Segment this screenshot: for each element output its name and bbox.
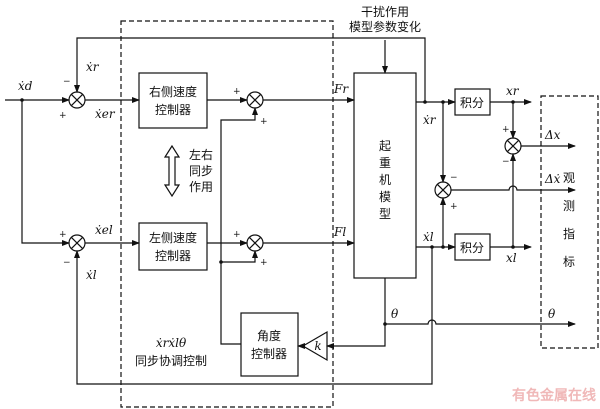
signal-xr-dot-out-label: ẋr xyxy=(423,113,437,127)
observation-char-3: 指 xyxy=(563,226,575,241)
crane-label-char-2: 重 xyxy=(379,156,391,170)
sync-control-region xyxy=(120,20,334,408)
crane-label-char-3: 机 xyxy=(379,173,391,187)
disturbance-label-1: 干扰作用 xyxy=(361,5,409,19)
right-speed-controller-label-1: 右侧速度 xyxy=(149,84,197,99)
sign-minus: − xyxy=(450,173,458,183)
sync-double-arrow-icon xyxy=(163,144,181,198)
observation-region xyxy=(540,95,599,349)
sync-note-line-2: 同步 xyxy=(189,164,213,178)
signal-delta-x-label: Δx xyxy=(544,128,561,142)
right-speed-controller-label-2: 控制器 xyxy=(155,103,191,117)
sign-plus: + xyxy=(233,230,241,240)
signal-xr-feedback-label: ẋr xyxy=(86,60,100,74)
sum-junction-right-force xyxy=(246,91,264,109)
watermark-text: 有色金属在线 xyxy=(512,387,596,404)
signal-delta-xdot-label: Δẋ xyxy=(544,172,561,186)
crane-label-char-4: 模 xyxy=(379,190,391,204)
sync-note-line-1: 左右 xyxy=(189,147,213,162)
left-speed-controller-block xyxy=(138,222,208,271)
sign-minus: − xyxy=(63,258,71,268)
angle-controller-label-2: 控制器 xyxy=(251,347,287,361)
sum-junction-left-force xyxy=(246,234,264,252)
right-speed-controller-block xyxy=(138,72,208,129)
sync-note-line-3: 作用 xyxy=(189,180,213,194)
sign-plus: + xyxy=(233,87,241,97)
observation-char-4: 标 xyxy=(563,255,575,269)
signal-xl-out-label: xl xyxy=(506,251,517,265)
coordination-control-label: 同步协调控制 xyxy=(135,353,207,368)
signal-xl-dot-out-label: ẋl xyxy=(423,230,434,244)
sign-minus: − xyxy=(502,157,510,167)
signal-lines xyxy=(5,37,576,385)
coordination-vars-label: ẋrẋlθ xyxy=(156,336,187,350)
sum-junction-position-diff xyxy=(504,137,522,155)
sign-plus: + xyxy=(59,230,67,240)
crane-label-char-5: 型 xyxy=(379,207,391,221)
disturbance-label-2: 模型参数变化 xyxy=(349,19,421,34)
integrator-top-label: 积分 xyxy=(460,96,484,110)
signal-xl-feedback-label: ẋl xyxy=(86,268,97,282)
sign-plus: + xyxy=(260,117,268,127)
observation-char-1: 观 xyxy=(563,171,575,185)
sum-junction-velocity-diff xyxy=(434,181,452,199)
angle-controller-block xyxy=(240,312,299,377)
sum-junction-left-error xyxy=(68,234,86,252)
signal-xd-label: ẋd xyxy=(18,79,33,93)
sign-plus: + xyxy=(502,125,510,135)
integrator-top-block xyxy=(454,88,491,116)
signal-fr-label: Fr xyxy=(333,82,349,96)
gain-k-label: k xyxy=(314,339,321,353)
left-speed-controller-label-2: 控制器 xyxy=(155,249,191,263)
crane-model-block xyxy=(353,72,417,279)
angle-controller-label-1: 角度 xyxy=(257,328,281,343)
sign-plus: + xyxy=(450,202,458,212)
observation-char-2: 测 xyxy=(563,199,575,213)
sign-plus: + xyxy=(260,258,268,268)
signal-xel-label: ẋel xyxy=(95,223,113,237)
left-speed-controller-label-1: 左侧速度 xyxy=(149,230,197,245)
signal-theta-mid-label: θ xyxy=(391,307,399,321)
crane-label-char-1: 起 xyxy=(379,139,391,153)
sign-plus: + xyxy=(59,111,67,121)
sign-minus: − xyxy=(63,77,71,87)
signal-xr-out-label: xr xyxy=(506,84,520,98)
signal-theta-out-label: θ xyxy=(548,307,556,321)
signal-xer-label: ẋer xyxy=(95,107,116,121)
signal-fl-label: Fl xyxy=(333,225,346,239)
sum-junction-right-error xyxy=(68,91,86,109)
integrator-bottom-block xyxy=(454,233,491,261)
integrator-bottom-label: 积分 xyxy=(460,241,484,255)
